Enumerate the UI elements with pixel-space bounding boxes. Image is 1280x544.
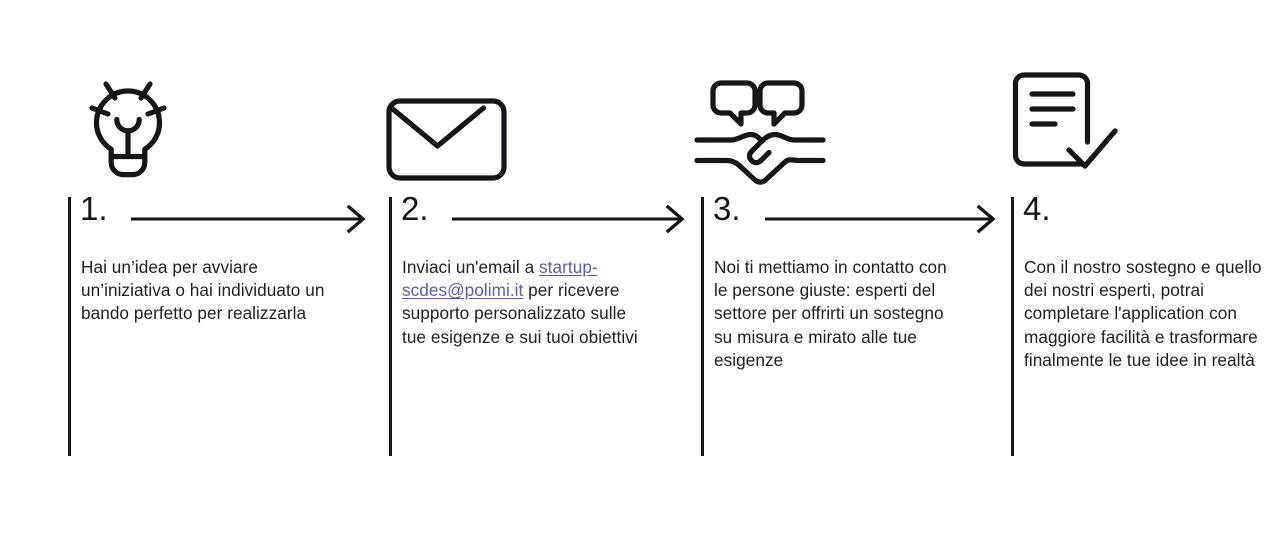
envelope-icon <box>386 62 509 182</box>
step-description-1: Hai un’idea per avviare un’iniziativa o … <box>81 257 325 324</box>
step-number-1: 1. <box>80 190 108 227</box>
step-divider-line <box>68 197 71 456</box>
document-check-icon <box>1011 62 1131 182</box>
step-number-3: 3. <box>713 190 741 227</box>
process-step-3: 3. Noi ti mettiamo in contatto con le pe… <box>694 0 971 544</box>
step-divider-line <box>389 197 392 456</box>
step-description-3: Noi ti mettiamo in contatto con le perso… <box>714 257 947 370</box>
step2-text-after-link: per ricevere supporto personalizzato sul… <box>402 280 638 347</box>
arrow-step2-to-step3 <box>452 203 690 235</box>
email-link[interactable]: startup-scdes@polimi.it <box>402 257 598 301</box>
step-description-2: Inviaci un'email a startup-scdes@polimi.… <box>402 256 650 349</box>
step-divider-line <box>701 197 704 456</box>
process-step-2: 2. Inviaci un'email a startup-scdes@poli… <box>386 0 659 544</box>
arrow-step1-to-step2 <box>131 203 371 235</box>
step2-text-before-link: Inviaci un'email a <box>402 257 540 277</box>
step-divider-line <box>1011 197 1014 456</box>
step-number-2: 2. <box>401 190 429 227</box>
lightbulb-icon <box>68 62 188 182</box>
step-description-4: Con il nostro sostegno e quello dei nost… <box>1024 257 1262 370</box>
process-step-1: 1. Hai un’idea per avviare un’iniziativa… <box>68 0 338 544</box>
arrow-step3-to-step4 <box>765 203 1001 235</box>
handshake-speech-bubbles-icon <box>694 62 826 185</box>
process-step-4: 4. Con il nostro sostegno e quello dei n… <box>1011 0 1280 544</box>
step-number-4: 4. <box>1023 190 1051 227</box>
